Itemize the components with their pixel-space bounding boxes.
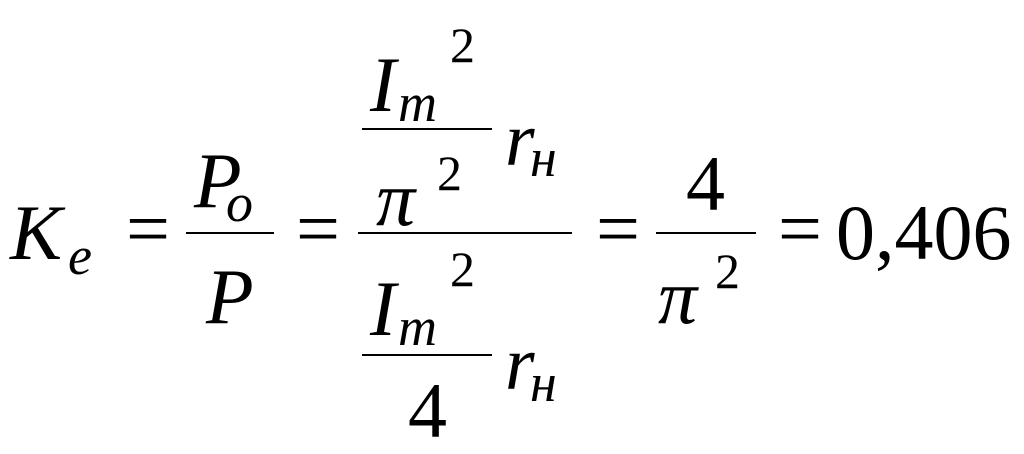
fraction-bar-inner-bottom <box>362 354 492 356</box>
current-i-top: I <box>370 41 396 128</box>
resistance-sub-bottom: н <box>530 353 557 413</box>
fraction-bar-main <box>358 232 572 234</box>
ke-subscript: e <box>68 226 92 286</box>
equals-sign-3: = <box>596 185 640 272</box>
result-value: 0,406 <box>836 189 1012 276</box>
current-power-bottom: 2 <box>450 241 475 297</box>
resistance-r-bottom: r <box>505 322 535 406</box>
current-sub-m-top: m <box>398 73 437 133</box>
fraction-bar-inner-top <box>362 128 492 130</box>
ke-symbol: K <box>10 189 63 276</box>
current-sub-m-bottom: m <box>398 297 437 357</box>
resistance-r-top: r <box>505 98 535 182</box>
pi-symbol-top: π <box>376 155 416 242</box>
pi-power-result: 2 <box>715 243 740 299</box>
fraction-four: 4 <box>686 140 725 227</box>
p-symbol: P <box>206 253 254 340</box>
equals-sign-4: = <box>778 185 822 272</box>
pi-power-top: 2 <box>437 145 462 201</box>
po-symbol: P <box>194 137 242 224</box>
pi-symbol-result: π <box>658 253 698 340</box>
current-power-top: 2 <box>450 17 475 73</box>
resistance-sub-top: н <box>530 128 557 188</box>
fraction-bar-po-p <box>186 232 274 234</box>
divisor-four: 4 <box>408 367 447 454</box>
equals-sign-1: = <box>126 185 170 272</box>
fraction-bar-four-pi <box>656 232 756 234</box>
current-i-bottom: I <box>370 265 396 352</box>
po-subscript: o <box>226 173 253 233</box>
equals-sign-2: = <box>296 185 340 272</box>
